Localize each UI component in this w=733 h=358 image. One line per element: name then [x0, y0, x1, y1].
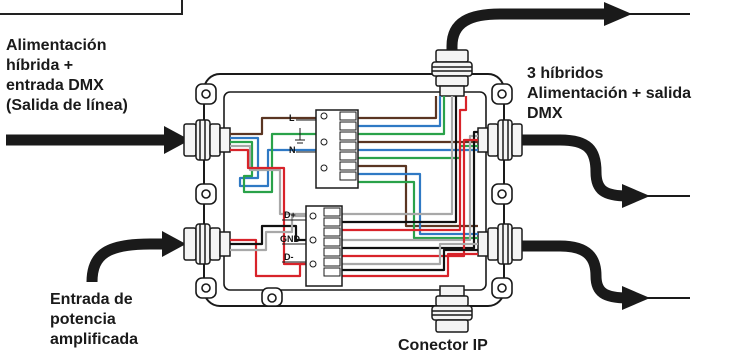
amplified-input-arrowhead: [162, 231, 186, 257]
data-terminal-block: D+ GND D-: [280, 205, 343, 287]
right-middle-output-cable: [518, 134, 629, 202]
gland-bottom-ip: [431, 285, 473, 333]
right-bottom-output-cable: [518, 240, 629, 304]
wire-input-blue: [230, 136, 322, 188]
label-hybrid-input-line-1: Alimentación: [6, 37, 107, 54]
terminal-label-d-plus: D+: [284, 210, 296, 220]
wire-out-blue-3: [356, 172, 478, 236]
right-middle-output-arrowhead: [622, 184, 650, 208]
power-terminal-block: L N: [289, 109, 359, 189]
label-amplified-input: Entrada de potencia amplificada: [50, 290, 138, 350]
label-amplified-input-line-1: Entrada de: [50, 291, 133, 308]
label-ip-connector: Conector IP: [398, 336, 488, 356]
wire-input-red: [230, 148, 310, 266]
label-hybrid-input-line-4: (Salida de línea): [6, 97, 128, 114]
terminal-label-l: L: [289, 113, 295, 123]
label-hybrid-input-line-2: híbrida +: [6, 57, 74, 74]
wire-out-green-3: [356, 180, 478, 240]
wire-out-brown-1: [356, 96, 438, 120]
wire-data-red-3: [340, 252, 478, 278]
terminal-label-n: N: [289, 145, 296, 155]
wire-amp-gray: [230, 214, 320, 252]
top-output-cable: [446, 8, 610, 62]
wire-data-black-3: [340, 248, 478, 272]
label-hybrid-input-line-3: entrada DMX: [6, 77, 104, 94]
wire-data-red-1: [340, 96, 468, 232]
top-frame-line: [0, 0, 183, 15]
wire-input-brown: [230, 116, 322, 136]
amplified-input-cable: [86, 238, 170, 283]
label-hybrid-outputs-line-2: Alimentación + salida: [527, 85, 692, 102]
internal-wires: [230, 96, 478, 278]
label-hybrid-outputs-line-3: DMX: [527, 105, 563, 122]
top-output-arrowhead: [604, 2, 632, 26]
wire-data-black-2: [340, 130, 478, 250]
gland-right-bottom: [477, 223, 523, 265]
label-ip-connector-text: Conector IP: [398, 337, 488, 354]
label-amplified-input-line-3: amplificada: [50, 331, 139, 348]
wire-out-brown-3: [356, 164, 478, 228]
wire-data-black-1: [340, 96, 458, 224]
wire-out-green-1: [356, 96, 446, 136]
gland-right-top: [477, 119, 523, 161]
label-hybrid-outputs: 3 híbridos Alimentación + salida DMX: [527, 64, 691, 124]
terminal-label-d-minus: D-: [284, 252, 294, 262]
wire-data-red-2: [340, 138, 478, 258]
wire-input-green: [230, 132, 322, 194]
wire-amp-red: [230, 238, 320, 278]
gland-left-bottom: [183, 223, 231, 265]
label-hybrid-input: Alimentación híbrida + entrada DMX (Sali…: [6, 36, 128, 116]
input-cable-arrowhead: [164, 126, 190, 154]
right-bottom-output-arrowhead: [622, 286, 650, 310]
wire-data-gray-3: [340, 242, 478, 266]
wire-amp-black: [230, 224, 320, 246]
gland-left-top: [183, 119, 231, 161]
terminal-label-gnd: GND: [280, 234, 301, 244]
label-hybrid-outputs-line-1: 3 híbridos: [527, 65, 604, 82]
wire-data-gray-1: [340, 96, 454, 216]
mounting-ears: [195, 83, 513, 307]
wire-out-blue-1: [356, 96, 442, 128]
label-amplified-input-line-2: potencia: [50, 311, 116, 328]
